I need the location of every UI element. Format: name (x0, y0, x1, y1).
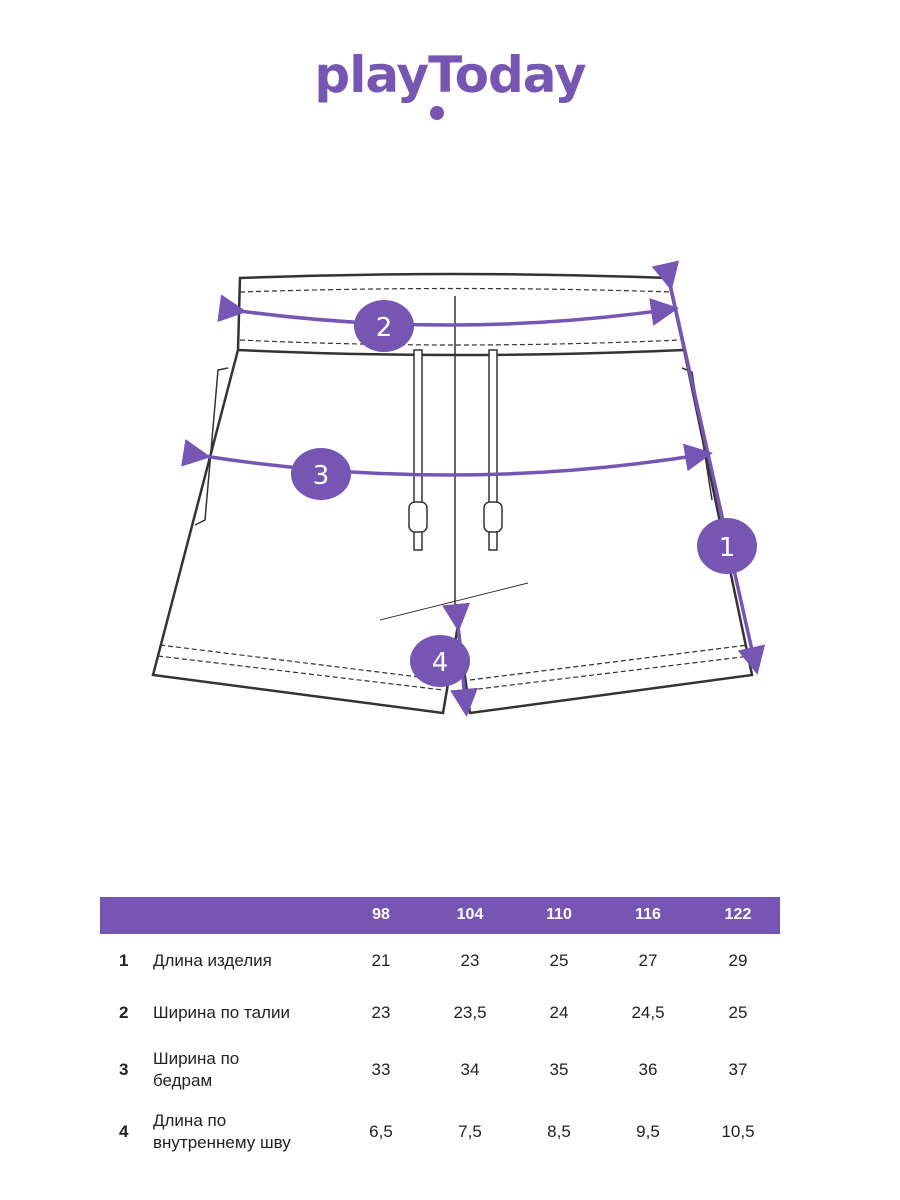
size-header: 98 (372, 906, 390, 923)
row-label: Ширина по талии (153, 1003, 290, 1022)
cell: 10,5 (721, 1122, 755, 1141)
logo-dot (430, 106, 444, 120)
cell: 9,5 (636, 1122, 660, 1141)
cell: 25 (728, 1003, 748, 1022)
cell: 37 (728, 1060, 748, 1079)
cell: 23,5 (453, 1003, 487, 1022)
brand-logo: playToday (314, 46, 586, 104)
cell: 7,5 (458, 1122, 482, 1141)
size-table-header: 98 104 110 116 122 (100, 897, 780, 934)
cell: 34 (460, 1060, 480, 1079)
cell: 33 (371, 1060, 391, 1079)
arrow-length (651, 260, 766, 675)
size-table: 98 104 110 116 122 1 Длина изделия 21 23… (100, 897, 780, 1152)
size-header: 110 (546, 906, 572, 923)
cell: 27 (638, 951, 658, 970)
marker-3: 3 (291, 448, 351, 500)
svg-text:2: 2 (376, 313, 393, 343)
row-number: 3 (119, 1060, 129, 1079)
arrow-waist (217, 294, 679, 327)
cell: 35 (549, 1060, 569, 1079)
svg-text:1: 1 (719, 533, 736, 563)
row-label: Длина изделия (153, 951, 272, 970)
cell: 8,5 (547, 1122, 571, 1141)
marker-1: 1 (697, 518, 757, 574)
row-number: 4 (119, 1122, 129, 1141)
measurement-arrows (181, 260, 766, 717)
row-label: Длина по внутреннему шву (153, 1111, 291, 1152)
cell: 29 (728, 951, 748, 970)
size-header: 104 (456, 906, 484, 923)
svg-text:3: 3 (313, 461, 330, 491)
cell: 24,5 (631, 1003, 665, 1022)
row-label: Ширина по бедрам (153, 1049, 240, 1090)
size-header: 122 (724, 906, 752, 923)
cell: 24 (549, 1003, 569, 1022)
size-header: 116 (635, 906, 661, 923)
cell: 21 (371, 951, 391, 970)
cell: 36 (638, 1060, 658, 1079)
marker-2: 2 (354, 300, 414, 352)
svg-text:4: 4 (432, 648, 449, 678)
row-number: 2 (119, 1003, 129, 1022)
row-number: 1 (119, 951, 129, 970)
cell: 23 (460, 951, 480, 970)
marker-4: 4 (410, 635, 470, 687)
cell: 23 (371, 1003, 391, 1022)
arrow-hips (181, 438, 713, 477)
cell: 25 (549, 951, 569, 970)
cell: 6,5 (369, 1122, 393, 1141)
shorts-outline (151, 272, 754, 715)
shorts-measurement-diagram: 2 3 1 4 (151, 260, 766, 717)
